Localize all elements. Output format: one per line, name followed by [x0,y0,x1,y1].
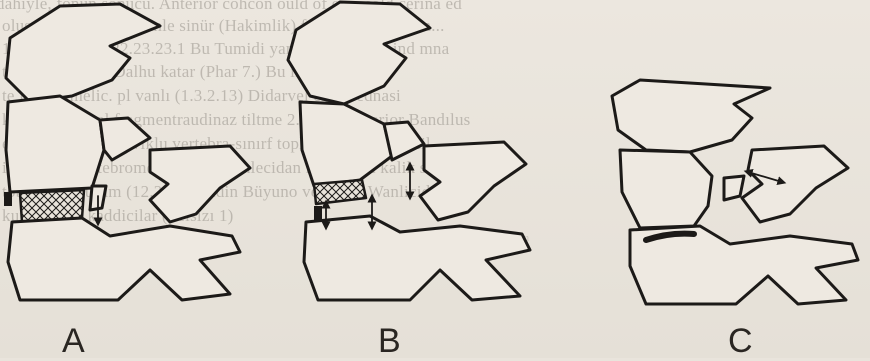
panel-c-drawing [612,80,858,304]
figure-label-a: A [62,322,85,361]
panel-b-lower-posterior-elements [420,142,526,220]
panel-c-upper-vertebral-body [620,150,712,228]
figure-label-b: B [378,322,401,361]
panel-a-drawing [4,4,250,300]
panel-b-articular-process [384,122,424,160]
panel-b-drawing [288,2,530,300]
panel-c-fragment [724,176,744,200]
panel-a-upper-vertebral-body [6,96,104,192]
panel-c-lower-posterior-elements [742,146,848,222]
panel-b-lower-vertebral-body [304,216,530,300]
panel-a-lower-posterior-elements [150,146,250,222]
panel-b-upper-vertebral-body [300,102,392,186]
panel-c-upper-spinous-process [612,80,770,152]
panel-a-upper-spinous-process [6,4,160,102]
panel-b-upper-spinous-process [288,2,430,104]
panel-a-lower-vertebral-body [8,218,240,300]
panel-b-disc [314,180,366,204]
panel-a-articular-process [100,118,150,160]
figure-label-c: C [728,322,753,361]
